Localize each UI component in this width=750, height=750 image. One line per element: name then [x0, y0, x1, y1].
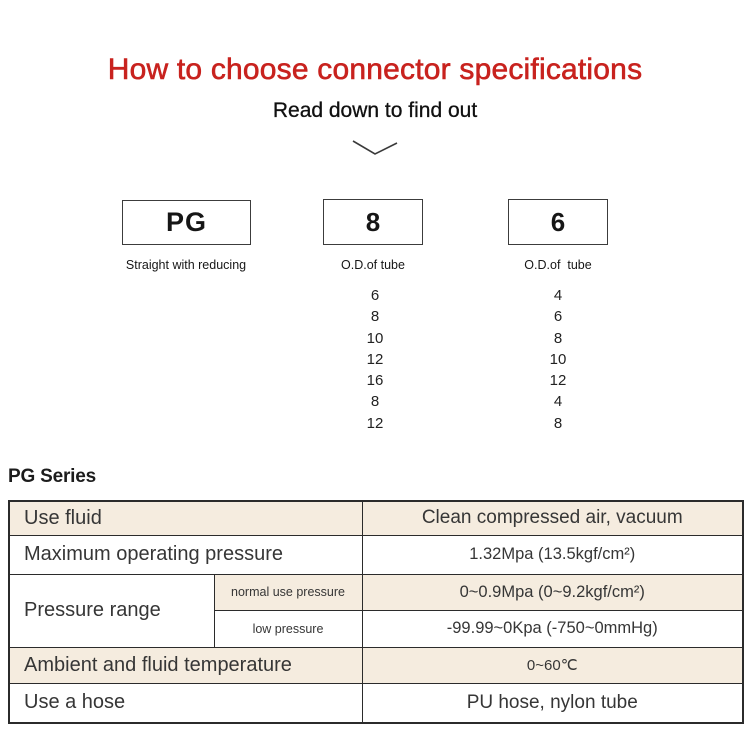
code-box-series: PG [122, 200, 251, 245]
spec-table: Use fluid Clean compressed air, vacuum M… [8, 500, 744, 724]
spec-label-ambient-temp: Ambient and fluid temperature [8, 646, 363, 684]
tube-size-option: 10 [549, 350, 567, 368]
spec-label-use-fluid: Use fluid [8, 500, 363, 536]
series-heading: PG Series [8, 466, 96, 487]
spec-sublabel-normal-pressure: normal use pressure [213, 573, 363, 611]
chevron-down-icon [352, 140, 398, 155]
page-title: How to choose connector specifications [107, 53, 643, 87]
spec-sublabel-low-pressure: low pressure [213, 609, 363, 648]
spec-value-ambient-temp: 0~60℃ [361, 646, 744, 684]
table-row: low pressure -99.99~0Kpa (-750~0mmHg) [9, 609, 744, 648]
tube-size-option: 10 [366, 329, 384, 347]
code-box-tube-size-2: 6 [508, 199, 608, 245]
code-box-tube-size-1-text: 8 [365, 206, 381, 237]
spec-label-pressure-range: Pressure range [8, 573, 215, 648]
tube-size-option: 4 [553, 287, 563, 304]
tube-size-option: 16 [366, 372, 384, 390]
tube-size-option: 8 [553, 414, 563, 432]
table-row: Maximum operating pressure 1.32Mpa (13.5… [8, 534, 744, 575]
spec-value-hose: PU hose, nylon tube [361, 682, 744, 724]
spec-value-use-fluid: Clean compressed air, vacuum [361, 500, 744, 536]
tube-size-option: 4 [553, 393, 563, 411]
tube-size-option: 8 [370, 393, 380, 411]
tube-size-option: 12 [366, 350, 384, 368]
tube-size-option: 8 [553, 329, 563, 347]
spec-value-normal-pressure: 0~0.9Mpa (0~9.2kgf/cm²) [361, 573, 744, 611]
tube-size-option: 8 [370, 308, 380, 326]
code-caption-tube-size-1: O.D.of tube [341, 258, 405, 272]
tube-size-options-1: 6 8 10 12 16 8 12 [345, 285, 405, 434]
spec-value-low-pressure: -99.99~0Kpa (-750~0mmHg) [361, 609, 744, 648]
tube-size-options-2: 4 6 8 10 12 4 8 [528, 285, 588, 434]
spec-label-max-pressure: Maximum operating pressure [8, 534, 363, 575]
tube-size-option: 6 [553, 308, 563, 326]
code-box-tube-size-1: 8 [323, 199, 423, 245]
code-caption-series: Straight with reducing [125, 258, 247, 272]
tube-size-option: 6 [370, 287, 380, 304]
spec-value-max-pressure: 1.32Mpa (13.5kgf/cm²) [361, 534, 744, 575]
spec-label-hose: Use a hose [8, 682, 363, 724]
tube-size-option: 12 [366, 414, 384, 432]
code-box-tube-size-2-text: 6 [550, 206, 566, 237]
table-row: Use fluid Clean compressed air, vacuum [8, 500, 744, 536]
tube-size-option: 12 [549, 372, 567, 390]
page-subtitle: Read down to find out [272, 99, 478, 122]
code-caption-tube-size-2: O.D.of tube [524, 258, 592, 272]
table-row: Use a hose PU hose, nylon tube [8, 682, 744, 724]
table-row: Pressure range normal use pressure 0~0.9… [8, 573, 744, 648]
table-row: Ambient and fluid temperature 0~60℃ [8, 646, 744, 684]
code-box-series-text: PG [165, 207, 207, 237]
